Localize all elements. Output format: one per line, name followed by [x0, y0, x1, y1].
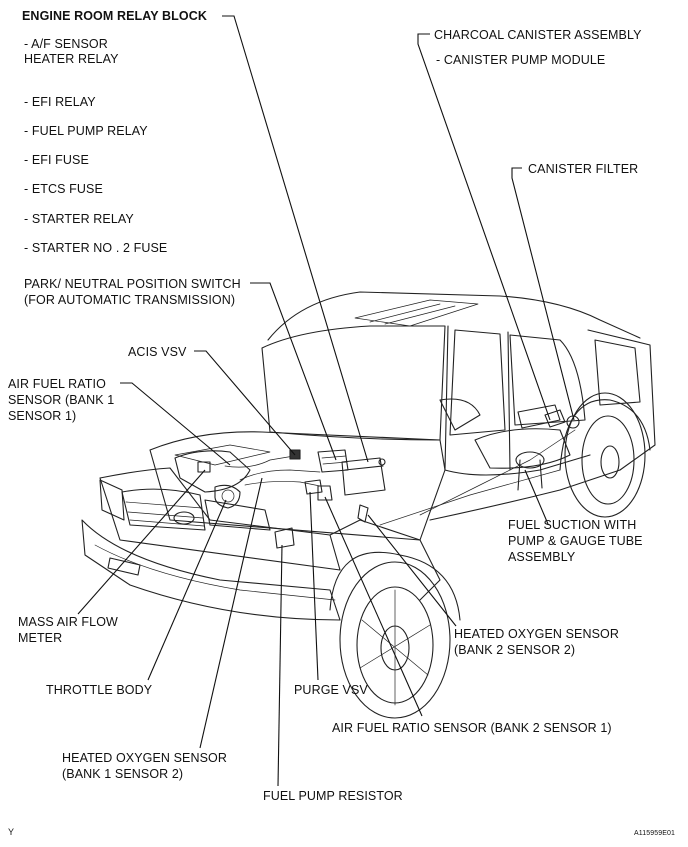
label-fuel-pump-resistor: FUEL PUMP RESISTOR — [263, 789, 403, 803]
air-cleaner-box — [174, 450, 251, 493]
leader-purge-vsv — [309, 491, 319, 681]
label-af-ratio-b1s1-line1: AIR FUEL RATIO — [8, 377, 106, 391]
leader-af-ratio-b1s1 — [120, 382, 231, 466]
front-fender — [329, 519, 441, 601]
canister-pump-module-part — [544, 409, 566, 428]
headlamp-right — [204, 499, 271, 531]
rear-wheel-arch — [559, 399, 651, 471]
label-starter-no2-fuse: - STARTER NO . 2 FUSE — [24, 241, 168, 255]
label-acis-vsv: ACIS VSV — [128, 345, 187, 359]
roof-vents — [354, 299, 479, 327]
label-engine-room-relay-block: ENGINE ROOM RELAY BLOCK — [22, 9, 207, 23]
label-canister-filter: CANISTER FILTER — [528, 162, 639, 176]
fuel-tank — [474, 428, 571, 469]
throttle-body-detail — [221, 489, 235, 503]
label-starter-relay: - STARTER RELAY — [24, 212, 134, 226]
charcoal-canister-part — [517, 404, 561, 429]
door-line — [444, 454, 591, 476]
front-wheel-spokes — [359, 589, 431, 706]
leader-fuel-pump-resistor — [277, 544, 283, 787]
label-af-sensor-heater-relay-line1: - A/F SENSOR — [24, 37, 108, 51]
leader-acis-vsv — [194, 350, 296, 456]
label-fuel-suction-line3: ASSEMBLY — [508, 550, 576, 564]
throttle-body-part — [214, 484, 241, 509]
label-mass-air-flow-line1: MASS AIR FLOW — [18, 615, 118, 629]
fuel-suction-assembly-part — [515, 451, 545, 469]
intake-duct — [224, 454, 301, 468]
label-heated-o2-b1s2-line1: HEATED OXYGEN SENSOR — [62, 751, 227, 765]
label-purge-vsv: PURGE VSV — [294, 683, 368, 697]
cab-pillar-b — [444, 325, 449, 471]
corner-mark: Y — [8, 827, 15, 837]
rear-wheel-inner — [581, 415, 635, 505]
label-af-sensor-heater-relay-line2: HEATER RELAY — [24, 52, 119, 66]
fuel-lines — [419, 429, 576, 516]
door-window-rear — [509, 334, 586, 426]
harness — [239, 469, 321, 481]
maf-meter-part — [197, 461, 211, 473]
leader-park-neutral — [250, 282, 337, 461]
heated-o2-b2s2-part — [357, 504, 369, 523]
label-af-ratio-b1s1-line3: SENSOR 1) — [8, 409, 77, 423]
front-bumper — [81, 519, 341, 621]
label-etcs-fuse: - ETCS FUSE — [24, 182, 103, 196]
af-sensor-b2s1-part — [317, 485, 333, 501]
label-efi-relay: - EFI RELAY — [24, 95, 96, 109]
label-throttle-body: THROTTLE BODY — [46, 683, 153, 697]
label-fuel-pump-relay: - FUEL PUMP RELAY — [24, 124, 148, 138]
label-af-ratio-b2s1: AIR FUEL RATIO SENSOR (BANK 2 SENSOR 1) — [332, 721, 612, 735]
label-mass-air-flow-line2: METER — [18, 631, 63, 645]
fuel-suction-stem — [517, 459, 543, 491]
headlamp-left — [99, 479, 125, 521]
label-canister-pump-module: - CANISTER PUMP MODULE — [436, 53, 606, 67]
label-park-neutral-line2: (FOR AUTOMATIC TRANSMISSION) — [24, 293, 236, 307]
bed-side — [587, 329, 656, 471]
exhaust-manifold — [244, 481, 321, 487]
leader-charcoal-canister — [417, 33, 551, 421]
body-side-lower — [429, 469, 621, 521]
label-fuel-suction-line1: FUEL SUCTION WITH — [508, 518, 637, 532]
label-efi-fuse: - EFI FUSE — [24, 153, 89, 167]
rear-window — [594, 339, 641, 406]
rear-wheel-outer — [564, 392, 646, 518]
label-heated-o2-b1s2-line2: (BANK 1 SENSOR 2) — [62, 767, 184, 781]
cab-roof — [267, 291, 641, 341]
rear-wheel-hub — [600, 445, 620, 479]
front-wheel-outer — [339, 561, 451, 719]
leader-af-ratio-b2s1 — [324, 496, 423, 717]
purge-vsv-part — [304, 479, 323, 495]
leader-engine-room-relay-block — [222, 15, 369, 463]
label-fuel-suction-line2: PUMP & GAUGE TUBE — [508, 534, 643, 548]
bumper-line — [94, 544, 336, 601]
cab-pillar-c — [507, 331, 511, 471]
front-emblem — [173, 511, 195, 525]
leader-heated-o2-b1s2 — [199, 477, 263, 749]
battery-post — [378, 458, 386, 466]
label-charcoal-canister: CHARCOAL CANISTER ASSEMBLY — [434, 28, 642, 42]
hood-outline — [149, 431, 446, 541]
label-heated-o2-b2s2-line2: (BANK 2 SENSOR 2) — [454, 643, 576, 657]
leader-throttle-body — [147, 499, 227, 681]
label-park-neutral-line1: PARK/ NEUTRAL POSITION SWITCH — [24, 277, 241, 291]
fuel-pump-resistor-part — [274, 527, 295, 549]
label-af-ratio-b1s1-line2: SENSOR (BANK 1 — [8, 393, 115, 407]
door-window-front — [449, 329, 506, 436]
front-fascia — [99, 467, 341, 571]
leader-fuel-suction — [524, 469, 549, 525]
fog-lamp — [107, 557, 141, 576]
figure-code: A115959E01 — [634, 830, 675, 837]
label-heated-o2-b2s2-line1: HEATED OXYGEN SENSOR — [454, 627, 619, 641]
leader-canister-filter — [511, 167, 575, 421]
leader-mass-air-flow — [77, 469, 206, 615]
leader-heated-o2-b2s2 — [367, 514, 457, 627]
grille — [121, 488, 206, 531]
mirror — [439, 398, 481, 431]
frame-rail — [379, 469, 561, 526]
